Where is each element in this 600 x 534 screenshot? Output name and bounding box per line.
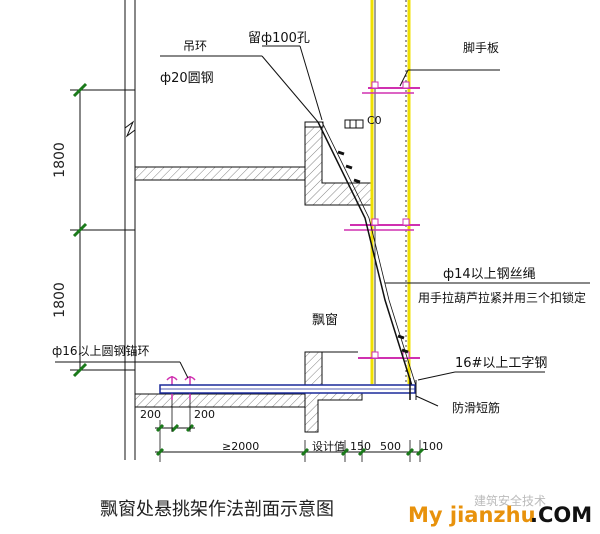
dim-vertical-lower: 1800 <box>52 282 68 318</box>
dim-spacing-right: 200 <box>194 408 215 421</box>
dim-100: 100 <box>422 440 443 453</box>
dim-design-value: 设计值 <box>312 440 345 453</box>
label-anchor-ring: ф16以上圆钢锚环 <box>52 343 150 358</box>
label-anti-slip: 防滑短筋 <box>452 400 500 415</box>
scaffold-boards <box>166 81 420 400</box>
hook-ring-detail: C0 <box>344 114 382 129</box>
figure-caption: 飘窗处悬挑架作法剖面示意图 <box>100 499 334 520</box>
vertical-dimension: 1800 1800 <box>52 82 135 378</box>
label-hook-ring-rod: ф20圆钢 <box>160 71 214 86</box>
dim-anchor-length: ≥2000 <box>222 440 259 453</box>
cantilever-i-beam <box>159 384 416 394</box>
label-wire-rope: ф14以上钢丝绳 <box>443 267 536 282</box>
dim-spacing-left: 200 <box>140 408 161 421</box>
dim-vertical-upper: 1800 <box>52 142 68 178</box>
small-code-label: C0 <box>367 114 382 127</box>
label-hook-ring: 吊环 <box>183 39 207 53</box>
wire-rope <box>317 121 417 387</box>
dim-500: 500 <box>380 440 401 453</box>
label-scaffold-board: 脚手板 <box>463 40 499 55</box>
scaffold-tubes <box>370 0 411 384</box>
label-i-beam: 16#以上工字钢 <box>455 356 547 371</box>
label-hole: 留ф100孔 <box>248 31 310 46</box>
text-labels: 吊环 ф20圆钢 留ф100孔 脚手板 ф14以上钢丝绳 用手拉葫芦拉紧并用三个… <box>52 31 586 415</box>
watermark-brand-orange: My jianzhu <box>408 503 536 527</box>
watermark-logo: 建筑安全技术 My jianzhu .COM <box>408 493 592 527</box>
label-wire-rope-note: 用手拉葫芦拉紧并用三个扣锁定 <box>418 290 586 305</box>
watermark-faint-text: 建筑安全技术 <box>474 493 546 508</box>
watermark-brand-black: .COM <box>530 503 592 527</box>
horizontal-dimension: 200 200 ≥2000 设计值 150 500 100 <box>140 400 443 462</box>
label-bay-window: 飘窗 <box>312 312 338 328</box>
leader-lines <box>55 45 590 407</box>
anti-slip-bar <box>409 378 417 400</box>
upper-slab <box>134 121 373 206</box>
dim-150: 150 <box>350 440 371 453</box>
